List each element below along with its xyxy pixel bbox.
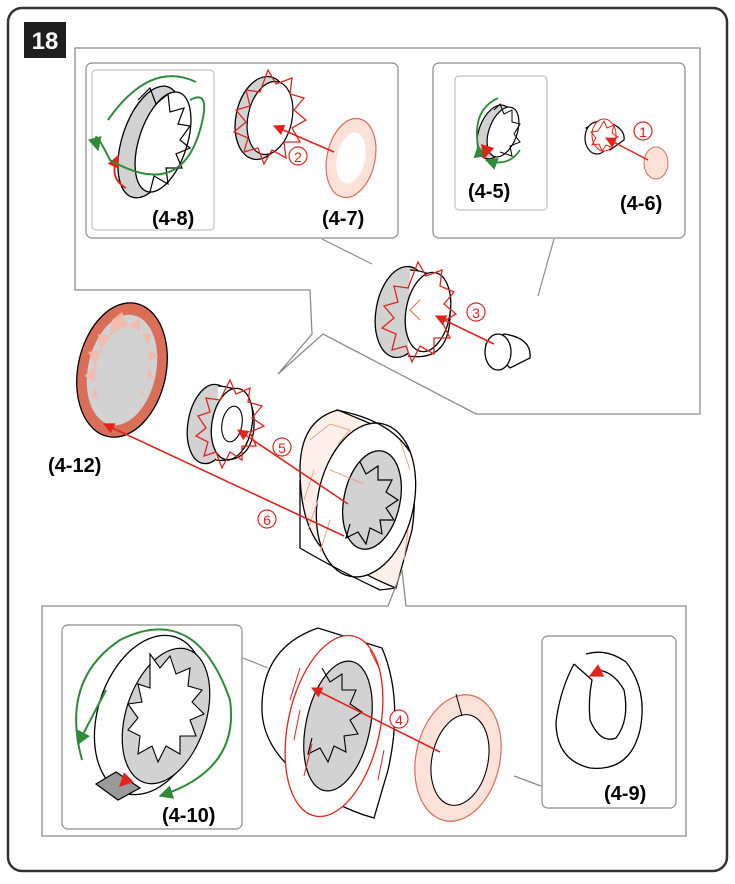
step-3: 3 [472, 305, 480, 321]
step-5: 5 [278, 440, 286, 456]
part-4-6-disc [643, 146, 669, 180]
glue-arrow-icon [119, 772, 134, 787]
assembly-5-ring [186, 378, 266, 470]
step-1: 1 [639, 124, 647, 140]
rotate-arrow-icon [87, 96, 206, 176]
label-4-10: (4-10) [162, 805, 215, 827]
insert-arrow-icon [434, 315, 495, 345]
label-4-6: (4-6) [620, 193, 662, 215]
step-marker-6 [257, 509, 277, 529]
rotate-arrow-icon [77, 689, 107, 746]
subpanel-4-9 [541, 635, 677, 809]
callout-pointer [513, 775, 542, 787]
step-marker-1 [633, 121, 653, 141]
subpanel-4-10 [61, 624, 243, 830]
rotate-arrow-icon [107, 75, 197, 121]
label-4-9: (4-9) [604, 783, 646, 805]
callout-pointer [537, 238, 555, 297]
insert-arrow-icon [237, 429, 349, 505]
callout-pointer [321, 238, 373, 265]
step-marker-4 [389, 709, 409, 729]
part-4-10 [93, 634, 211, 801]
subpanel-4-5-4-6 [432, 62, 686, 239]
rotate-arrow-icon [484, 149, 521, 170]
top-callout-panel [74, 47, 701, 415]
subpanel-4-5 [454, 75, 548, 211]
insert-arrow-icon [605, 137, 649, 161]
label-4-7: (4-7) [322, 208, 364, 230]
label-4-8: (4-8) [152, 208, 194, 230]
label-4-5: (4-5) [468, 181, 510, 203]
big-tire [299, 409, 417, 591]
assembly-4-disc [414, 693, 502, 822]
step-6: 6 [263, 512, 271, 528]
step-number-badge: 18 [24, 22, 66, 58]
rotate-arrow-icon [473, 97, 499, 159]
part-4-7-ring [232, 68, 308, 166]
part-4-12 [76, 302, 168, 438]
insert-arrow-icon [310, 687, 441, 753]
step-marker-2 [288, 146, 308, 166]
subpanel-4-7-4-8 [85, 62, 399, 239]
rotate-arrow-icon [75, 628, 233, 799]
step-marker-3 [466, 302, 486, 322]
glue-arrow-icon [480, 143, 495, 160]
callout-pointer [242, 657, 269, 669]
part-4-9 [555, 651, 643, 769]
insert-arrow-icon [272, 124, 335, 153]
step-4: 4 [395, 712, 403, 728]
insert-arrow-icon [102, 423, 345, 537]
glue-arrow-icon [107, 154, 127, 189]
step-marker-5 [272, 437, 292, 457]
bottom-callout-panel [41, 569, 687, 837]
label-4-12: (4-12) [48, 455, 101, 477]
step-2: 2 [294, 149, 302, 165]
guide-line [329, 469, 365, 485]
glue-arrow-icon [588, 664, 605, 677]
step-number: 18 [32, 28, 59, 55]
assembly-3-ring [374, 260, 458, 364]
